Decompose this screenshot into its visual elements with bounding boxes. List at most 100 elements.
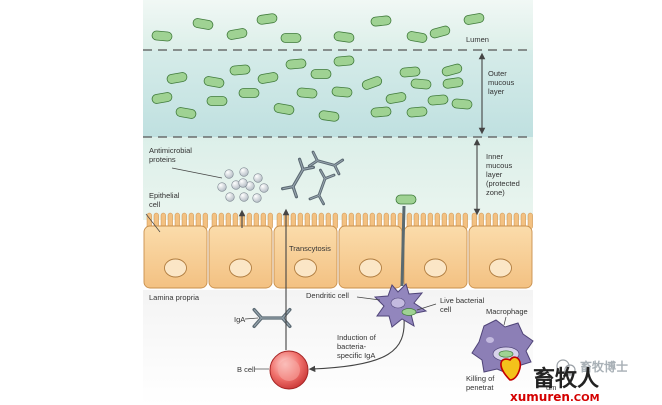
antimicrobial-protein bbox=[259, 183, 269, 193]
antimicrobial-protein bbox=[238, 178, 248, 188]
bacterium bbox=[206, 96, 228, 106]
bacterium bbox=[192, 18, 214, 30]
logo-text: 畜牧人 bbox=[533, 366, 599, 392]
antimicrobial-protein bbox=[252, 193, 262, 203]
bacterium bbox=[280, 33, 302, 43]
epithelial-cell bbox=[273, 225, 338, 289]
antimicrobial-protein bbox=[239, 192, 249, 202]
bacterium bbox=[410, 78, 432, 90]
epithelial-cell bbox=[403, 225, 468, 289]
sampled-bacterium bbox=[395, 194, 417, 205]
b-cell bbox=[269, 350, 309, 390]
epithelium bbox=[143, 212, 533, 289]
iga-dimer bbox=[308, 168, 336, 206]
bacterium bbox=[333, 31, 355, 43]
bacterium bbox=[331, 86, 353, 98]
bacterium bbox=[318, 110, 340, 122]
iga-dimer bbox=[307, 150, 345, 176]
chat-watermark: 畜牧博士 bbox=[556, 359, 628, 376]
label-dendritic-cell: Dendritic cell bbox=[306, 291, 349, 300]
bacterium bbox=[370, 106, 392, 118]
epithelial-cell bbox=[143, 225, 208, 289]
cell-nucleus bbox=[359, 258, 382, 278]
epithelial-cell bbox=[208, 225, 273, 289]
cell-nucleus bbox=[424, 258, 447, 278]
label-transcytosis: Transcytosis bbox=[289, 244, 331, 253]
bacterium bbox=[361, 76, 383, 90]
bacterium bbox=[238, 88, 260, 98]
logo-url-suffix: .COM bbox=[570, 393, 600, 404]
leader-antimicrobial bbox=[171, 167, 223, 179]
chat-handle: 畜牧博士 bbox=[580, 359, 628, 374]
label-b-cell: B cell bbox=[237, 365, 256, 374]
bacterium bbox=[151, 30, 173, 42]
logo-url: xumuren.COM bbox=[510, 390, 600, 404]
bacterium bbox=[273, 103, 295, 115]
bacterium bbox=[406, 31, 428, 43]
bacterium bbox=[175, 107, 197, 119]
bacterium bbox=[151, 92, 173, 104]
iga-dimer bbox=[280, 157, 316, 199]
leader-iga bbox=[244, 317, 259, 320]
epithelial-cell bbox=[338, 225, 403, 289]
leader-macrophage bbox=[503, 316, 507, 326]
bacterium bbox=[310, 69, 332, 79]
bacterium bbox=[203, 76, 225, 88]
antimicrobial-proteins-cluster bbox=[217, 167, 269, 203]
lamina-propria-region bbox=[143, 290, 533, 405]
bacterium bbox=[333, 55, 355, 67]
bacterium bbox=[441, 63, 463, 77]
leader-dendritic bbox=[356, 296, 381, 301]
label-lamina-propria: Lamina propria bbox=[149, 293, 200, 302]
antimicrobial-protein bbox=[239, 167, 249, 177]
inner-mucous-region bbox=[143, 137, 533, 220]
bacterium bbox=[226, 28, 248, 40]
dendritic-cell bbox=[373, 194, 437, 328]
bacterium bbox=[385, 92, 407, 104]
antimicrobial-protein bbox=[225, 192, 235, 202]
bacterium bbox=[406, 106, 428, 118]
induction-arrow bbox=[308, 317, 405, 373]
bacterium bbox=[429, 25, 451, 39]
epithelial-cell bbox=[468, 225, 533, 289]
bacterium bbox=[166, 72, 188, 84]
cell-nucleus bbox=[294, 258, 317, 278]
bacterium bbox=[370, 15, 392, 27]
bacterium bbox=[463, 13, 485, 25]
bacterium bbox=[442, 77, 464, 89]
antibodies-group bbox=[252, 150, 345, 329]
live-bacterium bbox=[401, 308, 417, 316]
xumuren-logo: 畜牧人 xumuren.COM bbox=[500, 356, 600, 404]
bacterium bbox=[257, 72, 279, 84]
iga-dimer bbox=[252, 307, 292, 329]
bacterium bbox=[451, 98, 473, 110]
bacterium bbox=[285, 58, 307, 70]
bacterium bbox=[296, 87, 318, 99]
leader-epithelial bbox=[145, 213, 161, 233]
antimicrobial-protein bbox=[253, 173, 263, 183]
logo-url-prefix: xumuren bbox=[510, 390, 570, 404]
bacterium bbox=[229, 64, 251, 76]
bacterium bbox=[399, 66, 421, 78]
label-macrophage: Macrophage bbox=[486, 307, 528, 316]
bacterium bbox=[256, 13, 278, 25]
bacteria-group bbox=[151, 13, 485, 122]
label-iga: IgA bbox=[234, 315, 245, 324]
antimicrobial-protein bbox=[217, 182, 227, 192]
antimicrobial-protein bbox=[224, 169, 234, 179]
cell-nucleus bbox=[489, 258, 512, 278]
bacterium bbox=[427, 94, 449, 106]
label-lumen: Lumen bbox=[466, 35, 489, 44]
cell-nucleus bbox=[229, 258, 252, 278]
cell-nucleus bbox=[164, 258, 187, 278]
